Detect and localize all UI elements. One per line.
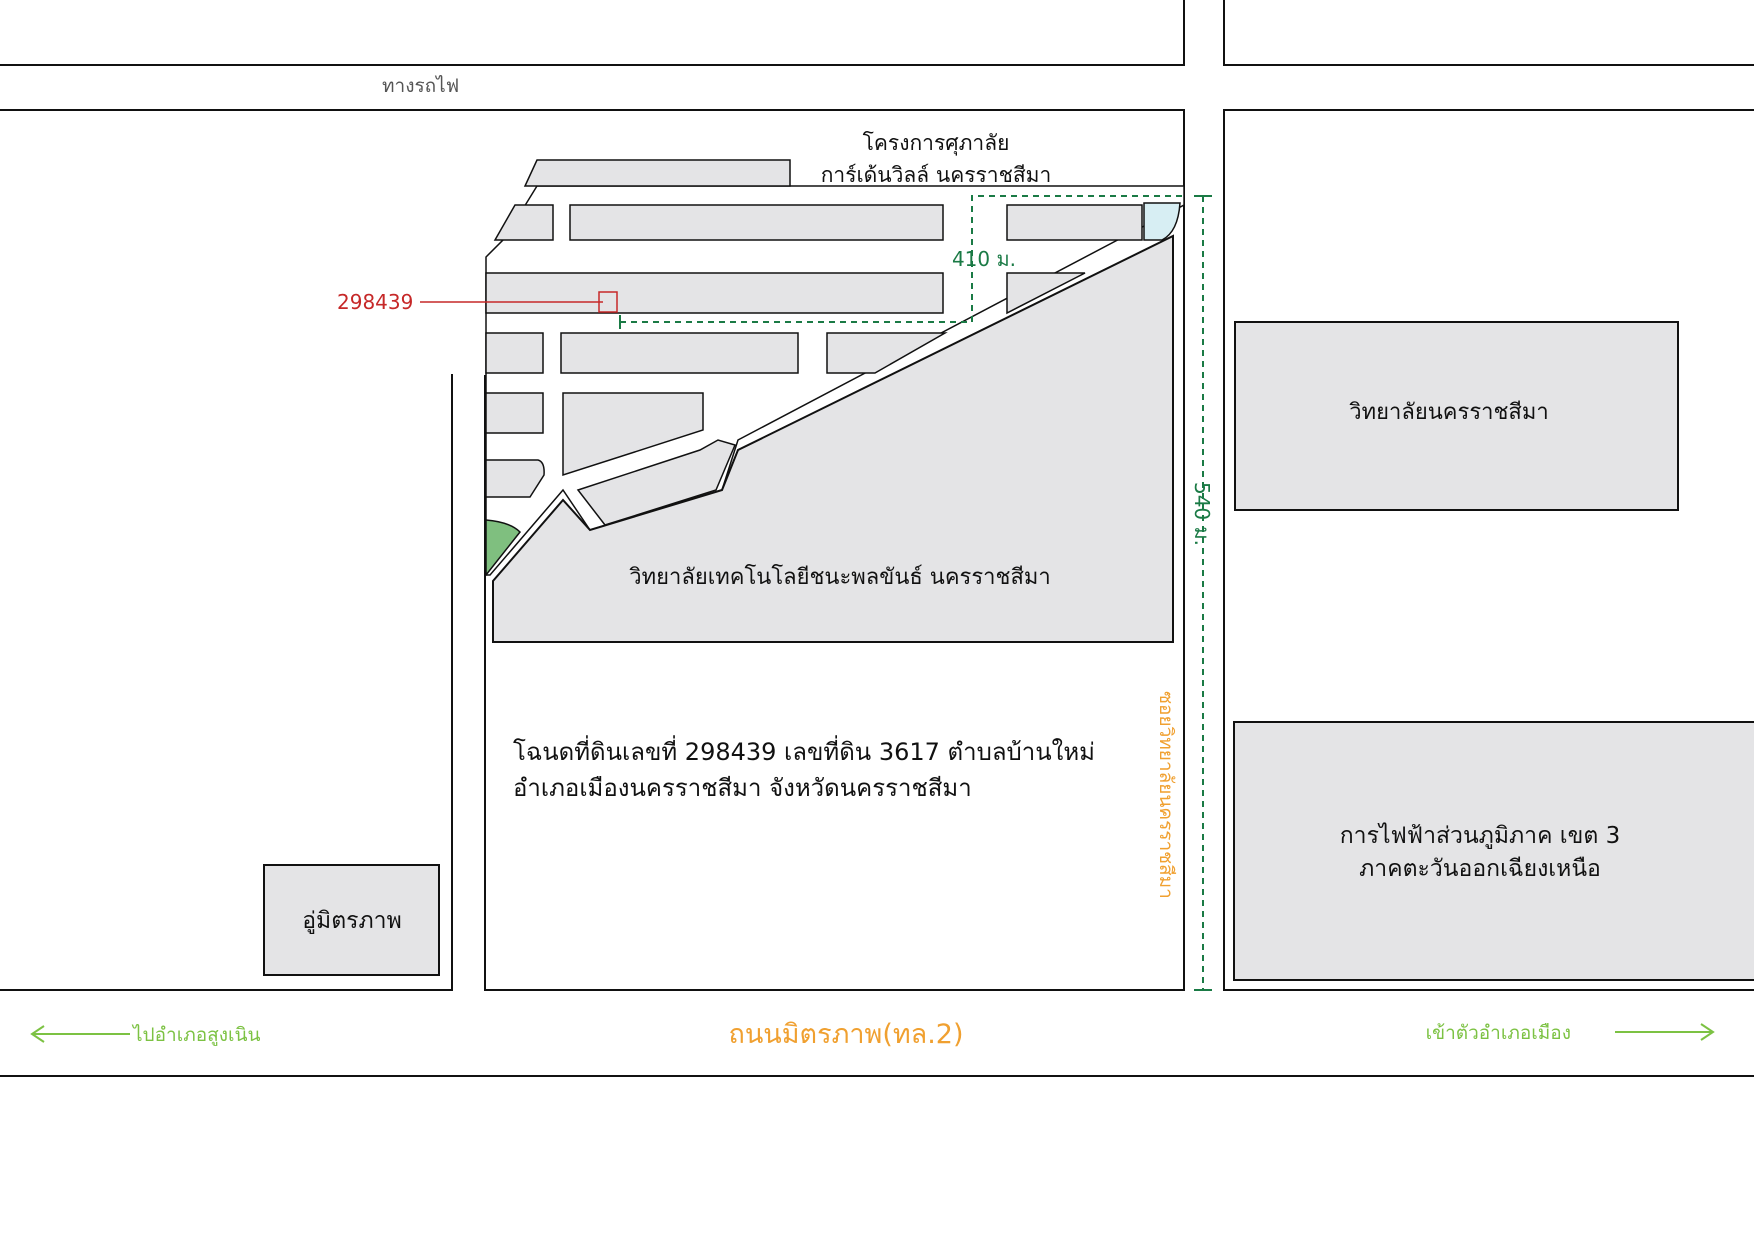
deed-line2: อำเภอเมืองนครราชสีมา จังหวัดนครราชสีมา — [513, 774, 972, 802]
pea-label-line1: การไฟฟ้าส่วนภูมิภาค เขต 3 — [1340, 822, 1620, 849]
garage-building — [263, 864, 440, 976]
project-label-line2: การ์เด้นวิลล์ นครราชสีมา — [821, 163, 1052, 187]
horizontal-dimension — [620, 195, 1184, 323]
lot-row3-b — [560, 332, 799, 374]
lot-row5-a — [485, 459, 545, 498]
college-right-building — [1234, 321, 1679, 511]
lot-row2-a — [485, 272, 944, 314]
lot-row1-b — [569, 204, 944, 241]
college-compound — [492, 234, 1174, 643]
plot-number-label: 298439 — [337, 290, 413, 314]
pea-building — [1233, 721, 1754, 981]
lot-row3-c — [826, 332, 948, 374]
pond — [1143, 202, 1181, 241]
pea-label-line2: ภาคตะวันออกเฉียงเหนือ — [1359, 856, 1601, 882]
college-right-label: วิทยาลัยนครราชสีมา — [1349, 400, 1549, 425]
park — [485, 519, 522, 578]
left-direction-arrow-icon — [30, 1025, 130, 1043]
subdivision-top-strip — [523, 159, 791, 187]
railway-label: ทางรถไฟ — [382, 75, 459, 97]
lot-row4-a — [485, 392, 544, 434]
dimension-ticks — [619, 195, 1212, 991]
to-left-label: ไปอำเภอสูงเนิน — [131, 1024, 260, 1046]
distance-horizontal-label: 410 ม. — [952, 247, 1016, 271]
dimension-lines — [620, 195, 1204, 990]
to-right-label: เข้าตัวอำเภอเมือง — [1426, 1022, 1571, 1044]
college-left-label: วิทยาลัยเทคโนโลยีชนะพลขันธ์ นครราชสีมา — [629, 564, 1051, 590]
lot-row1-c — [1006, 204, 1143, 241]
soi-label: ซอยวิทยาลัยนครราชสีมา — [1155, 691, 1177, 899]
lot-row2-b — [1006, 272, 1086, 315]
main-road-label: ถนนมิตรภาพ(ทล.2) — [728, 1019, 963, 1050]
main-block-edges — [0, 109, 1754, 991]
right-direction-arrow-icon — [1615, 1023, 1715, 1041]
project-label-line1: โครงการศุภาลัย — [863, 131, 1010, 156]
lot-row4-b — [562, 392, 704, 477]
plot-marker: 298439 — [337, 290, 618, 314]
top-block-edges — [0, 0, 1754, 66]
garage-label: อู่มิตรภาพ — [302, 908, 402, 934]
lot-row3-a — [485, 332, 544, 374]
deed-line1: โฉนดที่ดินเลขที่ 298439 เลขที่ดิน 3617 ต… — [513, 735, 1095, 766]
subdivision-area — [485, 159, 1185, 578]
distance-vertical-label: 540 ม. — [1190, 482, 1214, 546]
lot-row1-a — [493, 204, 554, 241]
